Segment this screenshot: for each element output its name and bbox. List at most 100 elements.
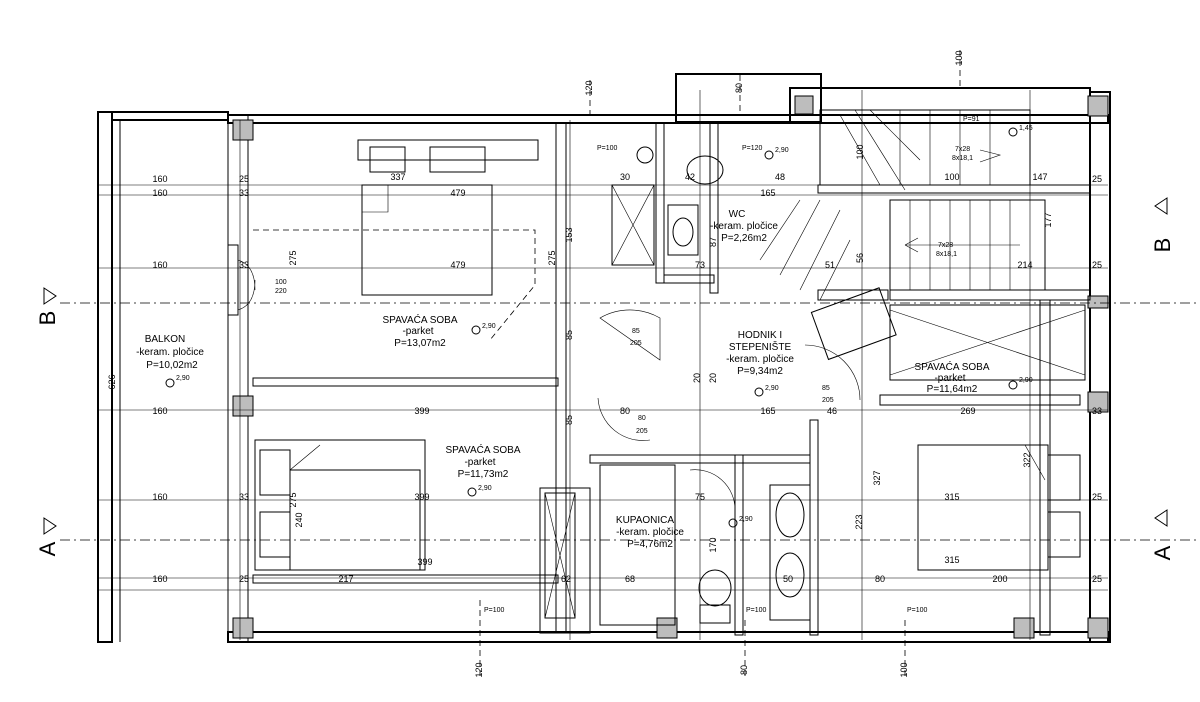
room-height: 2,90 (765, 385, 779, 392)
dim: 73 (695, 260, 705, 270)
dim: 68 (625, 574, 635, 584)
opening-label: P=100 (746, 607, 767, 614)
dim: 25 (239, 174, 249, 184)
room-height: 2,90 (176, 375, 190, 382)
structural-columns (232, 95, 1109, 639)
dim: 33 (239, 188, 249, 198)
dim: 120 (584, 80, 594, 95)
room-name: BALKON (145, 334, 186, 345)
room-label-wc: WC -keram. pločice P=2,26m2 2,90 (710, 147, 789, 244)
room-area: P=10,02m2 (146, 360, 198, 371)
axis-lines (60, 50, 1200, 680)
dim: 48 (775, 172, 785, 182)
dimension-lines (98, 90, 1108, 640)
window-height: 220 (275, 288, 287, 295)
dim: 160 (152, 406, 167, 416)
dim: 50 (783, 574, 793, 584)
dim: 33 (1092, 406, 1102, 416)
dim: 223 (854, 514, 864, 529)
dim: 170 (708, 537, 718, 552)
room-height: 2,90 (478, 485, 492, 492)
dim: 626 (107, 374, 117, 389)
dim: 80 (739, 665, 749, 675)
room-name: WC (729, 209, 746, 220)
dim: 100 (954, 50, 964, 65)
room-area: P=9,34m2 (737, 366, 783, 377)
room-finish: -parket (464, 457, 495, 468)
door-swings (597, 309, 861, 511)
dim: 275 (288, 250, 298, 265)
room-label-bath: KUPAONICA -keram. pločice P=4,76m2 2,90 (616, 515, 753, 550)
room-label-balkon: BALKON -keram. pločice P=10,02m2 2,90 (136, 334, 204, 388)
dim: 275 (547, 250, 557, 265)
room-area: P=2,26m2 (721, 233, 767, 244)
dim: 25 (1092, 574, 1102, 584)
dim: 399 (414, 492, 429, 502)
dim: 153 (564, 227, 574, 242)
dim: 337 (390, 172, 405, 182)
dim: 165 (760, 406, 775, 416)
bed-room3 (917, 444, 1081, 571)
dim: 85 (564, 330, 574, 340)
opening-label: P=100 (907, 607, 928, 614)
height-marker-icon (754, 387, 764, 397)
opening-label: P=91 (963, 116, 980, 123)
dim: 315 (944, 555, 959, 565)
dim: 165 (760, 188, 775, 198)
room-height: 2,90 (739, 516, 753, 523)
dim: 25 (239, 574, 249, 584)
stair-spec: 8x18,1 (936, 251, 957, 258)
dim: 147 (1032, 172, 1047, 182)
bed-room2 (254, 439, 426, 571)
room-label-bedroom1: SPAVAĆA SOBA -parket P=13,07m2 2,90 (382, 313, 495, 349)
room-name: SPAVAĆA SOBA (445, 443, 520, 456)
dim: 80 (875, 574, 885, 584)
stair-spec: 7x28 (938, 242, 953, 249)
room-name: SPAVAĆA SOBA (382, 313, 457, 326)
staircase (759, 109, 1086, 381)
dim: 30 (620, 172, 630, 182)
room-name: SPAVAĆA SOBA (914, 360, 989, 373)
dim: 479 (450, 188, 465, 198)
stair-spec: 8x18,1 (952, 155, 973, 162)
height-marker-icon (467, 487, 477, 497)
dim: 100 (944, 172, 959, 182)
height-marker-icon (471, 325, 481, 335)
balcony (111, 120, 256, 642)
wc-fixtures (611, 155, 724, 266)
dim: 80 (734, 83, 744, 93)
dim: 56 (855, 253, 865, 263)
room-finish: -keram. pločice (710, 221, 778, 232)
stair-spec: 7x28 (955, 146, 970, 153)
section-markers (43, 197, 1168, 535)
room-height: 2,90 (1019, 377, 1033, 384)
dim: 75 (695, 492, 705, 502)
dim: 217 (338, 574, 353, 584)
stair-landing-label: 1,45 (1008, 125, 1033, 137)
opening-label: P=100 (484, 607, 505, 614)
height-marker-icon (1008, 127, 1018, 137)
dim: 20 (692, 373, 702, 383)
section-a-right: A (1150, 545, 1175, 560)
dim: 25 (1092, 260, 1102, 270)
dim: 85 (564, 415, 574, 425)
dim: 160 (152, 174, 167, 184)
dim: 315 (944, 492, 959, 502)
room-label-bedroom3: SPAVAĆA SOBA -parket P=11,64m2 2,90 (914, 360, 1032, 395)
dim: 214 (1017, 260, 1032, 270)
door-width: 80 (638, 415, 646, 422)
dim: 80 (620, 406, 630, 416)
dim: 25 (1092, 492, 1102, 502)
dim: 399 (417, 557, 432, 567)
dim: 100 (855, 144, 865, 159)
room-area: P=13,07m2 (394, 338, 446, 349)
dim: 87 (708, 237, 718, 247)
dim: 46 (827, 406, 837, 416)
dim: 399 (414, 406, 429, 416)
room-finish: -keram. pločice (136, 347, 204, 358)
section-b-right: B (1150, 238, 1175, 253)
landing-height: 1,45 (1019, 125, 1033, 132)
dim: 269 (960, 406, 975, 416)
